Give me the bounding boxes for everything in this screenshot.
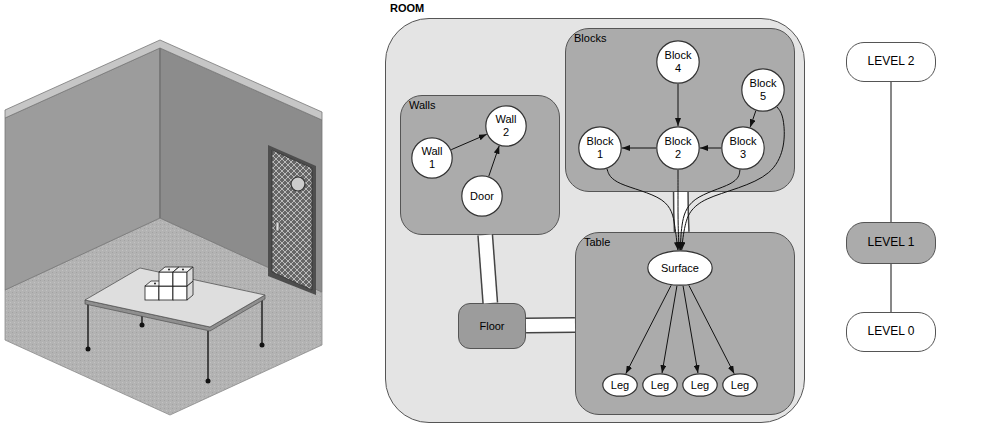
connector-path [689, 285, 734, 373]
level-box: LEVEL 2 [846, 42, 936, 82]
link-band [526, 324, 575, 326]
node-label: Wall 2 [496, 113, 517, 138]
node-label: Door [470, 190, 494, 203]
right-wall [160, 48, 322, 292]
object-circle: Wall 2 [485, 105, 527, 147]
object-ellipse: Leg [722, 373, 758, 397]
wall-cap [5, 40, 322, 120]
band-fill [526, 318, 575, 332]
object-ellipse: Leg [682, 373, 718, 397]
floor-box: Floor [458, 303, 526, 349]
node-label: Table [584, 236, 610, 249]
connector-path [678, 84, 679, 126]
object-ellipse: Leg [602, 373, 638, 397]
leg-feet [86, 323, 265, 384]
door [272, 150, 312, 290]
node-label: LEVEL 2 [868, 55, 915, 69]
arrow-line [678, 84, 679, 126]
group-box: BlocksBlock 4 Block 5 Block 1 Block 2 Block … [565, 28, 795, 192]
arrow-line [750, 111, 756, 127]
object-circle: Block 5 [741, 68, 785, 112]
room-illustration [0, 0, 330, 425]
arrow-line [683, 286, 698, 373]
level-link [891, 264, 892, 312]
object-ellipse: Surface [647, 250, 713, 286]
arrow-line [700, 148, 721, 149]
link-band [680, 192, 682, 232]
connector-path [489, 146, 499, 176]
node-label: Blocks [574, 32, 606, 45]
connector-path [451, 134, 486, 149]
node-label: LEVEL 0 [868, 325, 915, 339]
connector-path [891, 82, 892, 222]
arrow-line [489, 146, 499, 176]
connector-path [680, 170, 740, 250]
connector-path [683, 286, 698, 373]
node-label: Block 3 [730, 135, 757, 160]
object-circle: Wall 1 [411, 137, 453, 179]
band-fill [674, 192, 688, 232]
link-band [485, 235, 490, 303]
band-outline [526, 317, 575, 334]
connector-path [622, 148, 656, 149]
node-label: Walls [409, 99, 435, 112]
node-label: ROOM [390, 2, 424, 15]
node-label: Block 5 [750, 77, 777, 102]
object-circle: Door [461, 175, 503, 217]
band-fill [485, 235, 490, 303]
connector-path [891, 264, 892, 312]
arrow-line [682, 107, 785, 250]
arrow-line [680, 170, 740, 250]
object-circle: Block 4 [656, 40, 700, 84]
room-region: ROOMWallsWall 1Wall 2DoorBlocksBlock 4Bl… [385, 18, 805, 423]
group-box: TableSurfaceLeg Leg Leg Leg [575, 232, 795, 415]
node-label: Block 4 [665, 49, 692, 74]
node-label: Floor [479, 320, 504, 333]
node-label: LEVEL 1 [868, 236, 915, 250]
door-frame [268, 145, 316, 295]
connector-path [678, 170, 679, 250]
node-label: Leg [651, 379, 669, 392]
connector-path [700, 148, 721, 149]
node-label: Wall 1 [422, 145, 443, 170]
object-circle: Block 2 [656, 126, 700, 170]
arrow-line [607, 169, 678, 250]
table-top [85, 268, 265, 327]
node-label: Block 1 [587, 135, 614, 160]
node-label: Leg [611, 379, 629, 392]
object-circle: Block 3 [721, 126, 765, 170]
node-label: Leg [731, 379, 749, 392]
level-link [891, 82, 892, 222]
arrow-line [678, 170, 679, 250]
node-label: Surface [661, 262, 699, 275]
connector-path [607, 169, 678, 250]
band-outline [485, 235, 490, 303]
left-wall [5, 48, 160, 290]
object-circle: Block 1 [578, 126, 622, 170]
object-ellipse: Leg [642, 373, 678, 397]
arrow-line [626, 285, 671, 373]
node-label: Block 2 [665, 135, 692, 160]
level-box: LEVEL 0 [846, 312, 936, 352]
connector-path [682, 107, 785, 250]
door-handle [276, 222, 279, 231]
arrow-line [662, 286, 677, 373]
wall-corner [160, 48, 161, 218]
arrow-line [622, 148, 656, 149]
arrow-line [689, 285, 734, 373]
node-label: Leg [691, 379, 709, 392]
band-outline [673, 192, 690, 232]
toy-blocks [145, 267, 193, 300]
connector-path [626, 285, 671, 373]
level-box: LEVEL 1 [846, 222, 936, 264]
connector-path [662, 286, 677, 373]
door-window [291, 177, 305, 191]
group-box: WallsWall 1 Wall 2 Door [400, 95, 560, 235]
arrow-line [451, 134, 486, 149]
connector-path [750, 111, 756, 127]
